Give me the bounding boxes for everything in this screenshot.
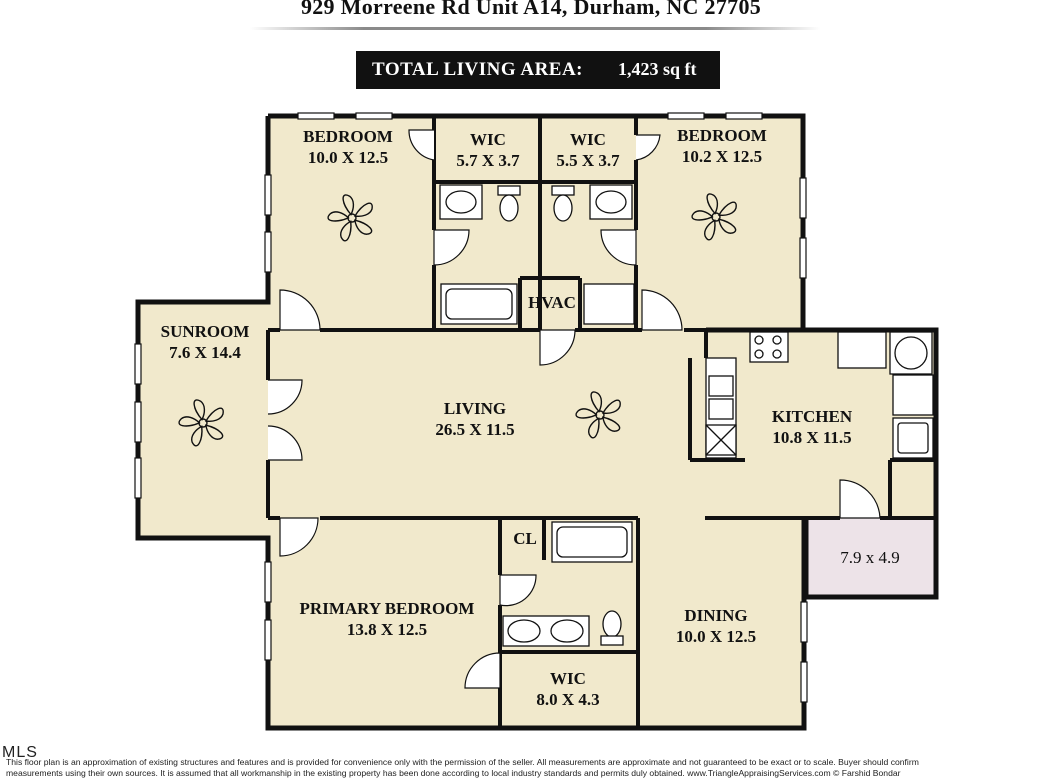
door-swing-icon — [267, 129, 881, 689]
address-underline — [250, 27, 820, 30]
room-label-sunroom: SUNROOM 7.6 X 14.4 — [145, 321, 265, 363]
room-dims: 7.6 X 14.4 — [169, 343, 241, 362]
bathtub-icon — [556, 526, 628, 558]
storage-floor — [806, 518, 936, 597]
room-name: KITCHEN — [771, 407, 853, 426]
sink-icon — [550, 619, 584, 643]
kitchen-fixtures — [705, 331, 934, 459]
toilet-icon — [602, 610, 622, 638]
refrigerator-icon — [837, 331, 887, 369]
sink-icon — [445, 190, 477, 214]
windows — [134, 112, 808, 703]
stove-icon — [749, 331, 789, 363]
room-label-wic-left: WIC 5.7 X 3.7 — [445, 129, 531, 171]
room-dims: 8.0 X 4.3 — [536, 690, 600, 709]
total-living-area-label: TOTAL LIVING AREA: — [372, 59, 584, 80]
room-dims: 10.0 X 12.5 — [675, 627, 757, 646]
room-name: LIVING — [443, 399, 507, 418]
dryer-icon — [892, 374, 934, 416]
total-living-area-value: 1,423 sq ft — [618, 59, 697, 79]
total-living-area-banner: TOTAL LIVING AREA: 1,423 sq ft — [356, 51, 720, 89]
room-dims: 5.7 X 3.7 — [456, 151, 520, 170]
room-dims: 13.8 X 12.5 — [346, 620, 428, 639]
disclaimer: This floor plan is an approximation of e… — [6, 757, 1062, 779]
room-label-primary-bedroom: PRIMARY BEDROOM 13.8 X 12.5 — [280, 598, 494, 640]
disclaimer-line-1: This floor plan is an approximation of e… — [6, 757, 919, 767]
sink-icon — [708, 375, 734, 397]
sink-icon — [708, 398, 734, 420]
room-label-hvac: HVAC — [524, 292, 580, 313]
room-label-bedroom-left: BEDROOM 10.0 X 12.5 — [290, 126, 406, 168]
room-name: WIC — [570, 130, 606, 149]
room-dims: 26.5 X 11.5 — [435, 420, 515, 439]
room-name: WIC — [470, 130, 506, 149]
room-name: BEDROOM — [677, 126, 767, 145]
room-label-closet: CL — [506, 528, 544, 549]
room-label-wic-right: WIC 5.5 X 3.7 — [545, 129, 631, 171]
room-name: BEDROOM — [303, 127, 393, 146]
toilet-icon — [600, 635, 624, 646]
room-label-kitchen: KITCHEN 10.8 X 11.5 — [756, 406, 868, 448]
toilet-icon — [553, 194, 573, 222]
room-name: WIC — [550, 669, 586, 688]
room-name: PRIMARY BEDROOM — [299, 599, 475, 618]
sink-icon — [595, 190, 627, 214]
room-name: SUNROOM — [160, 322, 250, 341]
room-label-storage: 7.9 x 4.9 — [820, 547, 920, 568]
mls-logo: MLS — [2, 744, 38, 761]
room-name: CL — [513, 529, 537, 548]
room-dims: 10.8 X 11.5 — [772, 428, 852, 447]
bathtub-icon — [445, 288, 513, 320]
room-name: DINING — [684, 606, 748, 625]
bathroom-left-fixtures — [439, 184, 521, 325]
toilet-icon — [499, 194, 519, 222]
disclaimer-line-2: measurements using their own sources. It… — [6, 768, 901, 778]
room-label-dining: DINING 10.0 X 12.5 — [660, 605, 772, 647]
room-dims: 7.9 x 4.9 — [840, 548, 900, 567]
toilet-icon — [497, 185, 521, 196]
bathroom-right-fixtures — [551, 184, 635, 325]
room-label-living: LIVING 26.5 X 11.5 — [410, 398, 540, 440]
room-name: HVAC — [528, 293, 576, 312]
sink-icon — [507, 619, 541, 643]
room-dims: 10.2 X 12.5 — [681, 147, 763, 166]
room-dims: 5.5 X 3.7 — [556, 151, 620, 170]
toilet-icon — [551, 185, 575, 196]
room-label-wic-primary: WIC 8.0 X 4.3 — [520, 668, 616, 710]
shower-icon — [583, 283, 635, 325]
primary-bath-fixtures — [502, 521, 633, 647]
property-address: 929 Morreene Rd Unit A14, Durham, NC 277… — [300, 0, 762, 19]
room-label-bedroom-right: BEDROOM 10.2 X 12.5 — [664, 125, 780, 167]
room-dims: 10.0 X 12.5 — [307, 148, 389, 167]
